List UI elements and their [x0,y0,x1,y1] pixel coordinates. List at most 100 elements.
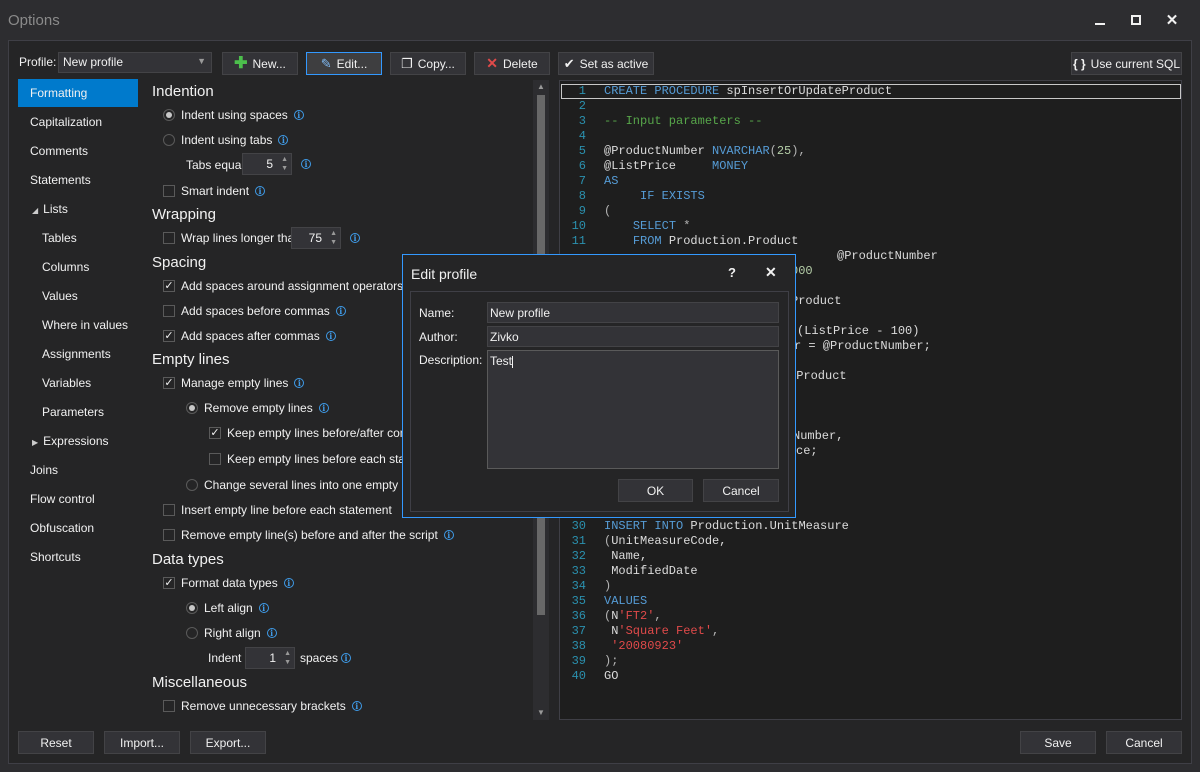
keep-before-each-option[interactable]: Keep empty lines before each statem [209,452,425,466]
cancel-button[interactable]: Cancel [1106,731,1182,754]
radio-button[interactable] [186,602,198,614]
checkbox-checked[interactable]: ✓ [163,576,175,589]
help-icon[interactable]: ? [728,265,736,280]
nav-assignments[interactable]: Assignments [42,347,111,361]
wrap-lines-option[interactable]: Wrap lines longer than [163,231,301,245]
keep-before-each-label: Keep empty lines before each statem [227,452,426,466]
info-icon[interactable]: i [278,135,289,145]
change-several-option[interactable]: Change several lines into one empty line [186,478,420,492]
checkbox[interactable] [163,232,175,244]
nav-formatting[interactable]: Formatting [18,79,138,107]
checkbox[interactable] [209,453,221,465]
maximize-button[interactable] [1121,8,1151,32]
nav-capitalization[interactable]: Capitalization [30,115,103,129]
radio-button[interactable] [186,402,198,414]
description-field[interactable]: Test [487,350,779,469]
keep-before-after-option[interactable]: ✓Keep empty lines before/after comme [209,426,426,440]
save-button[interactable]: Save [1020,731,1096,754]
set-as-active-button[interactable]: ✔Set as active [558,52,654,75]
nav-lists[interactable]: ◢Lists [18,195,138,223]
info-icon[interactable]: i [293,110,304,120]
minimize-button[interactable] [1085,8,1115,32]
scroll-down-icon[interactable]: ▼ [537,708,545,717]
info-icon[interactable]: i [351,701,362,711]
checkbox[interactable] [163,185,175,197]
info-icon[interactable]: i [283,578,294,588]
info-icon[interactable]: i [318,403,329,413]
radio-button[interactable] [163,134,175,146]
info-icon[interactable]: i [258,603,269,613]
author-field[interactable]: Zivko [487,326,779,347]
nav-flow-control[interactable]: Flow control [30,492,95,506]
dialog-cancel-button[interactable]: Cancel [703,479,779,502]
info-icon[interactable]: i [325,331,336,341]
info-icon[interactable]: i [294,378,305,388]
scroll-up-icon[interactable]: ▲ [537,82,545,91]
indent-stepper[interactable]: 1▲▼ [245,647,295,669]
checkbox[interactable] [163,305,175,317]
reset-button[interactable]: Reset [18,731,94,754]
info-icon[interactable]: i [350,233,360,243]
info-icon[interactable]: i [341,653,351,663]
stepper-arrows-icon[interactable]: ▲▼ [284,650,291,666]
checkbox[interactable] [163,700,175,712]
insert-empty-option[interactable]: Insert empty line before each statementi [163,503,418,517]
info-icon[interactable]: i [443,530,454,540]
profile-select[interactable]: New profile▼ [58,52,212,73]
radio-button[interactable] [163,109,175,121]
nav-comments[interactable]: Comments [30,144,89,158]
info-icon[interactable]: i [335,306,346,316]
nav-joins[interactable]: Joins [30,463,59,477]
checkbox[interactable] [163,504,175,516]
info-icon[interactable]: i [255,186,266,196]
info-icon[interactable]: i [266,628,277,638]
import-button[interactable]: Import... [104,731,180,754]
nav-columns[interactable]: Columns [42,260,90,274]
nav-obfuscation[interactable]: Obfuscation [30,521,95,535]
nav-shortcuts[interactable]: Shortcuts [30,550,81,564]
ok-button[interactable]: OK [618,479,693,502]
copy-button[interactable]: ❐Copy... [390,52,466,75]
checkbox-checked[interactable]: ✓ [209,426,221,439]
edit-button[interactable]: ✎Edit... [306,52,382,75]
checkbox-checked[interactable]: ✓ [163,376,175,389]
checkbox-checked[interactable]: ✓ [163,279,175,292]
tabs-equal-stepper[interactable]: 5▲▼ [242,153,292,175]
spaces-assignment-option[interactable]: ✓Add spaces around assignment operatorsi [163,279,420,293]
export-button[interactable]: Export... [190,731,266,754]
code-token [604,189,640,203]
nav-parameters[interactable]: Parameters [42,405,105,419]
use-current-sql-button[interactable]: { }Use current SQL [1071,52,1182,75]
name-field[interactable]: New profile [487,302,779,323]
nav-where-in-values[interactable]: Where in values [42,318,129,332]
radio-button[interactable] [186,479,198,491]
wrap-lines-stepper[interactable]: 75▲▼ [291,227,341,249]
nav-values[interactable]: Values [42,289,78,303]
radio-button[interactable] [186,627,198,639]
checkbox[interactable] [163,529,175,541]
nav-variables[interactable]: Variables [42,376,92,390]
nav-statements[interactable]: Statements [30,173,91,187]
nav-tables[interactable]: Tables [42,231,77,245]
stepper-arrows-icon[interactable]: ▲▼ [330,230,337,246]
checkbox-checked[interactable]: ✓ [163,329,175,342]
new-button[interactable]: ✚New... [222,52,298,75]
close-button[interactable]: ✕ [1157,8,1187,32]
delete-button[interactable]: ✕Delete [474,52,550,75]
nav-expressions[interactable]: ▶Expressions [18,427,138,455]
dialog-close-icon[interactable]: ✕ [765,264,777,280]
remove-empty-script-option[interactable]: Remove empty line(s) before and after th… [163,528,454,542]
info-icon[interactable]: i [301,159,311,169]
stepper-arrows-icon[interactable]: ▲▼ [281,156,288,172]
